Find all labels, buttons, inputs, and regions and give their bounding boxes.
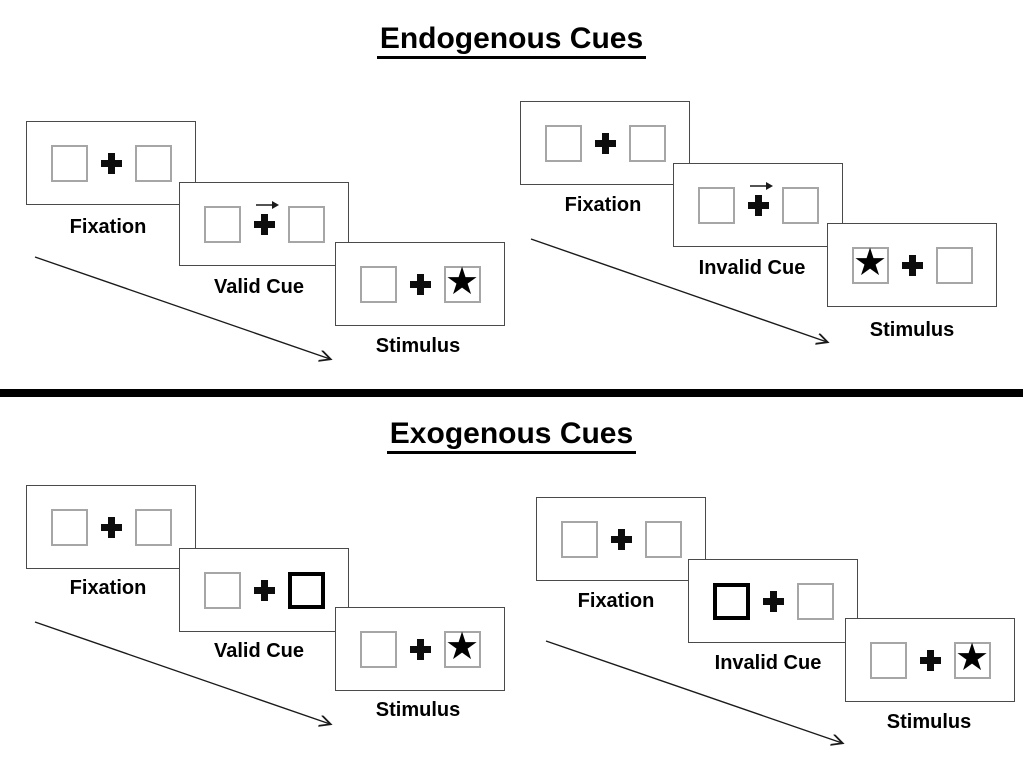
target-box: ★ (953, 637, 991, 679)
invalid-cue-label: Invalid Cue (714, 652, 822, 674)
cue-panel (179, 182, 349, 266)
placeholder-box (50, 144, 88, 182)
fixation-cross-icon (253, 200, 279, 235)
stimulus-panel: ★ (845, 618, 1015, 702)
fixation-cross-icon (747, 181, 773, 216)
section-title-endogenous-text: Endogenous Cues (376, 22, 647, 59)
placeholder-box (359, 630, 397, 668)
invalid-cue-label: Invalid Cue (698, 257, 806, 279)
placeholder-box (869, 641, 907, 679)
stimulus-label: Stimulus (886, 711, 972, 733)
placeholder-box (560, 520, 598, 558)
stimulus-label: Stimulus (869, 319, 955, 341)
stimulus-label: Stimulus (375, 335, 461, 357)
cue-box (712, 582, 750, 620)
stimulus-panel: ★ (335, 607, 505, 691)
cue-arrow-icon (255, 200, 279, 209)
section-title-exogenous-text: Exogenous Cues (386, 417, 637, 454)
target-box: ★ (851, 242, 889, 284)
placeholder-box (134, 508, 172, 546)
cue-panel (673, 163, 843, 247)
fixation-panel (520, 101, 690, 185)
star-icon: ★ (444, 626, 480, 668)
placeholder-box (544, 124, 582, 162)
stimulus-panel: ★ (827, 223, 997, 307)
timeline-arrow-icon (34, 256, 330, 359)
cue-panel (179, 548, 349, 632)
fixation-cross-icon (610, 528, 632, 550)
fixation-label: Fixation (564, 194, 642, 216)
placeholder-box (644, 520, 682, 558)
placeholder-box (203, 205, 241, 243)
placeholder-box (796, 582, 834, 620)
fixation-label: Fixation (69, 577, 147, 599)
fixation-cross-icon (253, 579, 275, 601)
placeholder-box (203, 571, 241, 609)
cue-box (287, 571, 325, 609)
placeholder-box (781, 186, 819, 224)
fixation-cross-icon (919, 649, 941, 671)
timeline-arrow-icon (34, 621, 330, 724)
fixation-label: Fixation (577, 590, 655, 612)
placeholder-box (628, 124, 666, 162)
section-title-exogenous: Exogenous Cues (0, 417, 1023, 454)
fixation-panel (26, 121, 196, 205)
fixation-cross-icon (901, 254, 923, 276)
target-box: ★ (443, 626, 481, 668)
fixation-panel (536, 497, 706, 581)
fixation-cross-icon (409, 638, 431, 660)
star-icon: ★ (852, 242, 888, 284)
fixation-cross-icon (100, 152, 122, 174)
valid-cue-label: Valid Cue (213, 276, 305, 298)
stimulus-panel: ★ (335, 242, 505, 326)
cue-panel (688, 559, 858, 643)
target-box: ★ (443, 261, 481, 303)
fixation-cross-icon (409, 273, 431, 295)
placeholder-box (359, 265, 397, 303)
timeline-arrow-icon (530, 238, 827, 342)
star-icon: ★ (444, 261, 480, 303)
section-title-endogenous: Endogenous Cues (0, 22, 1023, 59)
placeholder-box (287, 205, 325, 243)
placeholder-box (697, 186, 735, 224)
placeholder-box (935, 246, 973, 284)
fixation-cross-icon (594, 132, 616, 154)
valid-cue-label: Valid Cue (213, 640, 305, 662)
placeholder-box (50, 508, 88, 546)
fixation-panel (26, 485, 196, 569)
stimulus-label: Stimulus (375, 699, 461, 721)
fixation-cross-icon (100, 516, 122, 538)
star-icon: ★ (954, 637, 990, 679)
section-divider (0, 389, 1023, 397)
fixation-label: Fixation (69, 216, 147, 238)
placeholder-box (134, 144, 172, 182)
cue-arrow-icon (749, 181, 773, 190)
fixation-cross-icon (762, 590, 784, 612)
